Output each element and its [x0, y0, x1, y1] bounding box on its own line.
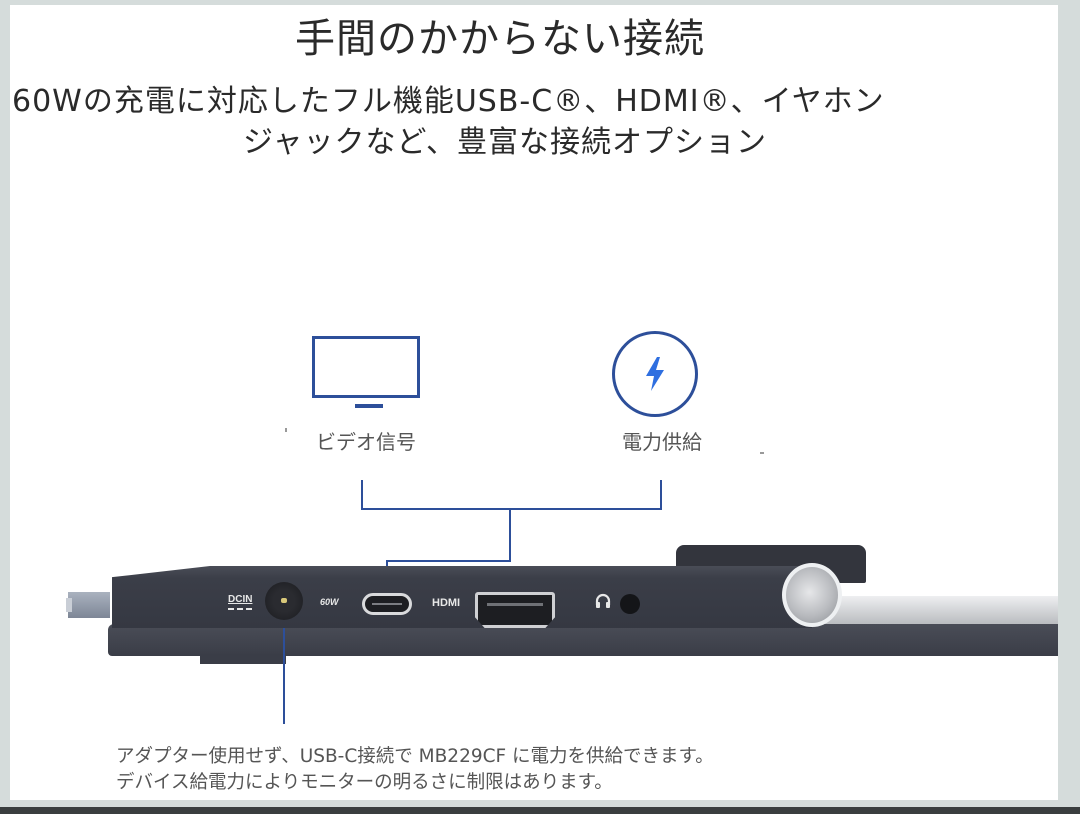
device-hinge	[782, 563, 842, 627]
bracket-left	[361, 480, 363, 510]
content-panel	[10, 5, 1058, 800]
subtitle-line-1: 60Wの充電に対応したフル機能USB-C®、HDMI®、イヤホン	[12, 84, 885, 119]
usbc-pointer-horizontal	[386, 560, 511, 562]
dc-in-port-pin	[281, 598, 287, 603]
monitor-icon	[312, 336, 420, 398]
device-base	[108, 624, 1058, 656]
bottom-strip	[0, 807, 1080, 814]
hdmi-label: HDMI	[432, 597, 461, 609]
dcin-pointer-line	[283, 628, 285, 724]
artifact-mark	[285, 428, 287, 432]
video-signal-label: ビデオ信号	[316, 430, 416, 454]
artifact-mark	[760, 452, 764, 454]
page-title: 手間のかからない接続	[295, 16, 705, 62]
power-delivery-label: 電力供給	[622, 430, 702, 454]
power-icon	[612, 331, 698, 417]
audio-jack-port	[620, 594, 640, 614]
footnote-line-1: アダプター使用せず、USB-C接続で MB229CF に電力を供給できます。	[116, 746, 714, 767]
bracket-right	[660, 480, 662, 510]
dc-symbol-icon	[228, 608, 252, 610]
bracket-horizontal	[361, 508, 662, 510]
hdmi-port-inner	[487, 603, 543, 606]
monitor-stand-icon	[355, 404, 383, 408]
usb-plug	[68, 592, 110, 618]
headphone-icon	[595, 593, 611, 608]
device-body	[112, 566, 812, 628]
subtitle-line-2: ジャックなど、豊富な接続オプション	[243, 125, 767, 160]
bracket-stem	[509, 508, 511, 561]
device-base-lower	[200, 654, 286, 664]
usb-c-port-inner	[372, 603, 402, 605]
footnote-line-2: デバイス給電力によりモニターの明るさに制限はあります。	[116, 772, 613, 793]
hdmi-port	[475, 592, 555, 628]
dcin-label: DCIN	[228, 594, 253, 605]
usb-plug-tip	[66, 598, 72, 612]
usbc-60w-label: 60W	[320, 597, 339, 607]
lightning-bolt-icon	[646, 357, 664, 391]
